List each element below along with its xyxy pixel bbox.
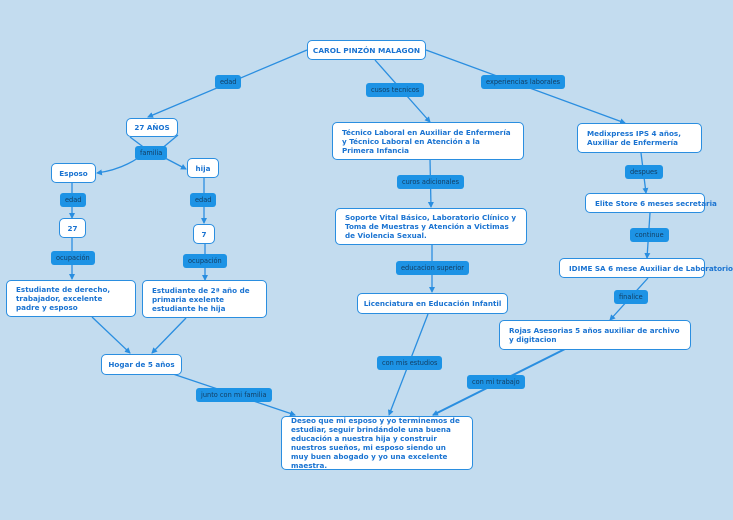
edge-familia-husband [96, 157, 139, 176]
age-node[interactable]: 27 AÑOS [126, 118, 178, 137]
husband-occupation-node[interactable]: Estudiante de derecho, trabajador, excel… [6, 280, 136, 317]
label-despues: despues [625, 165, 663, 179]
label-junto-con-mi-familia: junto con mi familia [196, 388, 272, 402]
edge-daughter-home [151, 317, 187, 354]
edge-familia-daughter [164, 157, 187, 170]
edge-husband-home [91, 316, 131, 354]
additional-node[interactable]: Soporte Vital Básico, Laboratorio Clínic… [335, 208, 527, 245]
rojas-node[interactable]: Rojas Asesorias 5 años auxiliar de archi… [499, 320, 691, 350]
label-continue: continue [630, 228, 669, 242]
label-edad-root: edad [215, 75, 242, 89]
label-ocupacion-esposo: ocupación [51, 251, 95, 265]
label-ocupacion-hija: ocupación [183, 254, 227, 268]
degree-node[interactable]: Licenciatura en Educación Infantil [357, 293, 508, 314]
technical-node[interactable]: Técnico Laboral en Auxiliar de Enfermerí… [332, 122, 524, 160]
husband-age-node[interactable]: 27 [59, 218, 86, 238]
daughter-occupation-node[interactable]: Estudiante de 2ª año de primaria exelent… [142, 280, 267, 318]
label-educacion-superior: educacion superior [396, 261, 469, 275]
label-experiencias-laborales: experiencias laborales [481, 75, 566, 89]
label-finalice: finalice [614, 290, 648, 304]
idime-node[interactable]: IDIME SA 6 mese Auxiliar de Laboratorio [559, 258, 733, 278]
label-cusos-tecnicos: cusos tecnicos [366, 83, 425, 97]
root-node[interactable]: CAROL PINZÓN MALAGON [307, 40, 426, 60]
elite-node[interactable]: Elite Store 6 meses secretaria [585, 193, 717, 213]
label-con-mis-estudios: con mis estudios [377, 356, 443, 370]
wish-node[interactable]: Deseo que mi esposo y yo terminemos de e… [281, 416, 473, 470]
medixpress-node[interactable]: Medixpress IPS 4 años, Auxiliar de Enfer… [577, 123, 702, 153]
daughter-node[interactable]: hija [187, 158, 219, 178]
label-edad-esposo: edad [60, 193, 87, 207]
daughter-age-node[interactable]: 7 [193, 224, 215, 244]
home-node[interactable]: Hogar de 5 años [101, 354, 182, 375]
label-con-mi-trabajo: con mi trabajo [467, 375, 525, 389]
label-familia: familia [135, 146, 168, 160]
husband-node[interactable]: Esposo [51, 163, 96, 183]
label-edad-hija: edad [190, 193, 217, 207]
label-curos-adicionales: curos adicionales [397, 175, 465, 189]
